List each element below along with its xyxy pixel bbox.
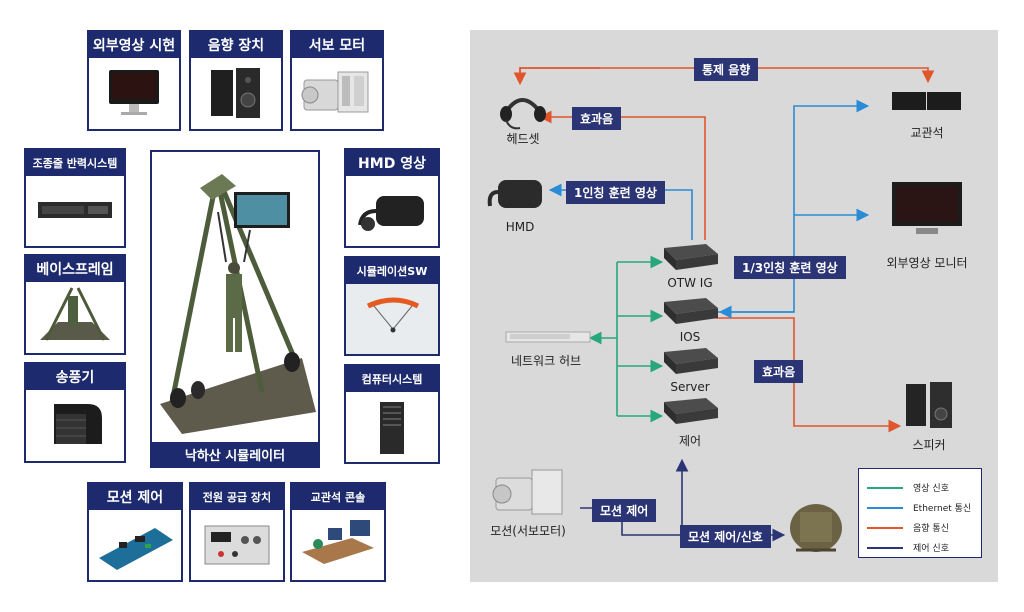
console-desk-icon <box>302 520 374 564</box>
card-external-display: 외부영상 시현 <box>87 30 181 131</box>
card-title: HMD 영상 <box>346 150 438 176</box>
card-servo-motor: 서보 모터 <box>290 30 384 131</box>
computer-tower-icon <box>380 402 404 454</box>
node-motion-servo-label: 모션(서보모터) <box>490 524 566 538</box>
card-blower: 송풍기 <box>24 362 126 463</box>
node-instructor-label: 교관석 <box>910 126 944 140</box>
headset-icon <box>500 98 546 130</box>
node-hmd-label: HMD <box>505 220 535 234</box>
node-server-label: Server <box>670 380 710 394</box>
card-parachute-simulator: 낙하산 시뮬레이터 <box>150 150 320 468</box>
card-title: 서보 모터 <box>292 32 382 58</box>
card-title: 음향 장치 <box>191 32 281 58</box>
external-monitor-icon <box>892 182 962 234</box>
speaker-icon <box>906 382 952 428</box>
servo-motor-icon <box>301 71 369 113</box>
legend-item: Ethernet 통신 <box>867 501 971 514</box>
legend-item: 음향 통신 <box>867 521 949 534</box>
paraglider-icon <box>346 284 438 354</box>
line-sfx-speaker <box>715 317 902 433</box>
speaker-icon <box>211 68 260 118</box>
switch-server-icon <box>664 348 718 374</box>
card-title: 모션 제어 <box>89 484 181 510</box>
node-speaker-label: 스피커 <box>912 438 946 452</box>
power-supply-icon <box>204 525 270 565</box>
card-title: 송풍기 <box>26 364 124 390</box>
signal-motion-control: 모션 제어 <box>592 499 657 522</box>
vr-headset-icon <box>358 196 424 231</box>
card-title: 시뮬레이션SW <box>346 258 438 284</box>
card-instructor-console: 교관석 콘솔 <box>290 482 386 582</box>
parachute-harness-icon <box>790 504 842 552</box>
legend-item: 제어 신호 <box>867 541 949 554</box>
line-control-audio-left-arrow <box>513 67 600 86</box>
legend-label: 음향 통신 <box>913 524 949 534</box>
card-title: 교관석 콘솔 <box>292 484 384 510</box>
node-control-label: 제어 <box>678 434 702 448</box>
card-base-frame: 베이스프레임 <box>24 254 126 355</box>
card-title: 전원 공급 장치 <box>191 484 283 510</box>
legend-swatch-audio <box>867 526 903 529</box>
card-title: 컴퓨터시스템 <box>346 366 438 392</box>
legend: 영상 신호 Ethernet 통신 음향 통신 제어 신호 <box>858 468 982 558</box>
node-network-hub-label: 네트워크 허브 <box>510 354 582 368</box>
legend-swatch-control <box>867 546 903 549</box>
legend-label: 제어 신호 <box>913 544 949 554</box>
switch-otw-icon <box>664 244 718 270</box>
signal-sfx-speaker: 효과음 <box>754 360 804 383</box>
signal-control-audio: 통제 음향 <box>694 58 759 81</box>
legend-label: Ethernet 통신 <box>913 504 972 514</box>
card-hmd-image: HMD 영상 <box>344 148 440 248</box>
signal-third-person: 1/3인칭 훈련 영상 <box>734 256 846 279</box>
server-rack-icon <box>38 202 112 218</box>
card-simulation-sw: 시뮬레이션SW <box>344 256 440 356</box>
legend-swatch-ethernet <box>867 506 903 509</box>
legend-swatch-video <box>867 486 903 489</box>
servo-motor-icon <box>492 469 563 515</box>
parachute-simulator-icon <box>160 174 316 434</box>
hmd-icon <box>487 180 542 208</box>
switch-ios-icon <box>664 298 718 324</box>
card-title: 베이스프레임 <box>26 256 124 282</box>
monitor-icon <box>109 70 159 115</box>
card-title: 낙하산 시뮬레이터 <box>152 442 318 466</box>
network-hub-icon <box>505 331 591 343</box>
signal-first-person: 1인칭 훈련 영상 <box>566 181 665 204</box>
node-ios-label: IOS <box>679 330 701 344</box>
blower-icon <box>54 404 102 444</box>
node-headset-label: 헤드셋 <box>506 132 540 146</box>
card-control-force-feedback: 조종줄 반력시스템 <box>24 148 126 248</box>
legend-item: 영상 신호 <box>867 481 949 494</box>
legend-label: 영상 신호 <box>913 484 949 494</box>
node-external-monitor-label: 외부영상 모니터 <box>886 256 968 270</box>
card-computer-system: 컴퓨터시스템 <box>344 364 440 464</box>
card-title: 외부영상 시현 <box>89 32 179 58</box>
card-power-supply: 전원 공급 장치 <box>189 482 285 582</box>
base-frame-icon <box>40 287 110 341</box>
circuit-board-icon <box>99 528 173 570</box>
node-otw-ig-label: OTW IG <box>667 276 713 290</box>
signal-sfx-headset: 효과음 <box>572 107 622 130</box>
line-sfx-headset <box>538 110 706 240</box>
card-title: 조종줄 반력시스템 <box>26 150 124 176</box>
line-ethernet-instructor <box>716 99 870 313</box>
instructor-monitor-icon <box>892 92 961 110</box>
card-audio-device: 음향 장치 <box>189 30 283 131</box>
card-motion-control: 모션 제어 <box>87 482 183 582</box>
signal-motion-control-signal: 모션 제어/신호 <box>680 525 771 548</box>
switch-control-icon <box>664 398 718 424</box>
